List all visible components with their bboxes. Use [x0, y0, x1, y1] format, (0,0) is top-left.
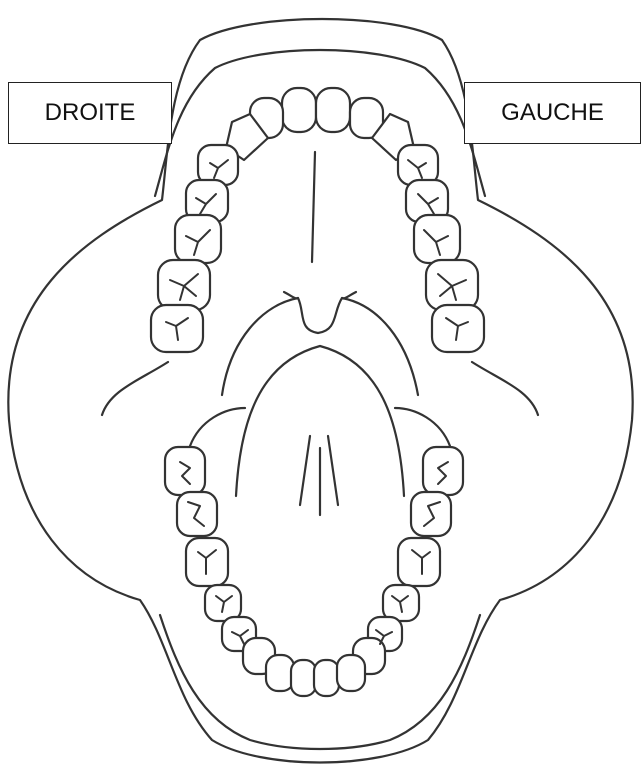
- tooth-upper-central-incisor-right: [282, 88, 316, 132]
- tooth-lower-first-molar-left: [398, 538, 440, 586]
- tooth-lower-third-molar-right: [165, 447, 205, 495]
- right-cheek-line: [102, 362, 168, 415]
- tooth-lower-central-incisor-right: [291, 660, 316, 696]
- right-retromolar-line: [190, 408, 245, 446]
- tooth-lower-lateral-incisor-right: [266, 655, 294, 691]
- palate-midline: [312, 152, 315, 262]
- lower-dental-arch: [165, 447, 463, 696]
- patient-left-side-label: GAUCHE: [464, 82, 641, 144]
- tongue-midline-2: [328, 436, 338, 505]
- left-retromolar-line: [395, 408, 450, 446]
- upper-dental-arch: [151, 88, 484, 352]
- left-cheek-line: [472, 362, 538, 415]
- patient-right-side-label: DROITE: [8, 82, 172, 144]
- tooth-upper-first-molar-left: [414, 215, 460, 263]
- tongue-midline-1: [300, 436, 310, 505]
- tooth-lower-central-incisor-left: [314, 660, 339, 696]
- tooth-upper-first-molar-right: [175, 215, 221, 263]
- uvula-tip: [284, 292, 356, 299]
- tooth-lower-lateral-incisor-left: [337, 655, 365, 691]
- tooth-lower-third-molar-left: [423, 447, 463, 495]
- tooth-upper-central-incisor-left: [316, 88, 350, 132]
